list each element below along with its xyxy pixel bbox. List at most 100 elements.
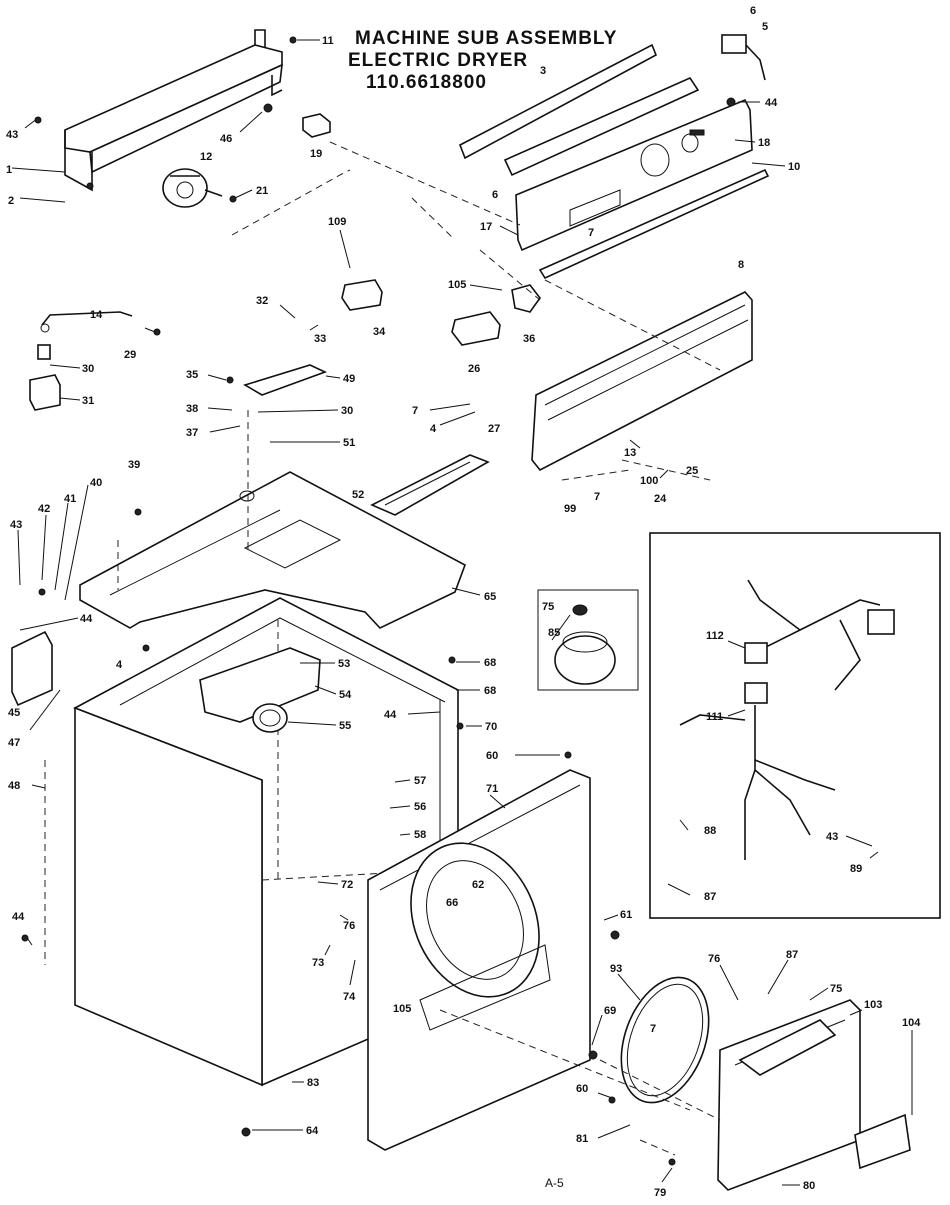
callout-label: 31	[82, 395, 94, 407]
callout-label: 44	[12, 911, 25, 923]
drum-bearing-85	[537, 589, 639, 691]
callout-label: 40	[90, 477, 102, 489]
callout-label: 4	[430, 423, 437, 435]
blower-housing	[199, 647, 321, 733]
callout-label: 76	[343, 920, 355, 932]
switch-5	[721, 34, 766, 81]
diagram-title-line1: MACHINE SUB ASSEMBLY	[355, 28, 618, 49]
callout-label: 2	[8, 195, 14, 207]
callout-label: 4	[116, 659, 123, 671]
callout-label: 75	[542, 601, 554, 613]
rear-console-bracket	[64, 29, 283, 192]
callout-label: 72	[341, 879, 353, 891]
callout-label: 89	[850, 863, 862, 875]
callout-label: 37	[186, 427, 198, 439]
callout-label: 47	[8, 737, 20, 749]
connector-19	[302, 113, 331, 138]
side-bracket-45	[11, 630, 53, 707]
panel-bottom-strip	[538, 168, 770, 280]
callout-label: 112	[706, 630, 724, 642]
callout-label: 46	[220, 133, 232, 145]
callout-label: 7	[588, 227, 594, 239]
callout-label: 24	[654, 493, 667, 505]
callout-label: 5	[762, 21, 768, 33]
callout-label: 14	[90, 309, 103, 321]
top-panel	[79, 471, 466, 629]
callout-label: 62	[472, 879, 484, 891]
callout-label: 80	[803, 1180, 815, 1192]
callout-label: 64	[306, 1125, 319, 1137]
callout-label: 100	[640, 475, 658, 487]
callout-label: 87	[704, 891, 716, 903]
switch-26	[451, 311, 501, 346]
callout-label: 99	[564, 503, 576, 515]
front-console	[531, 291, 753, 472]
callout-label: 8	[738, 259, 744, 271]
callout-label: 56	[414, 801, 426, 813]
callout-label: 104	[902, 1017, 921, 1029]
callout-label: 93	[610, 963, 622, 975]
callout-label: 105	[448, 279, 466, 291]
callout-label: 105	[393, 1003, 411, 1015]
callout-label: 3	[540, 65, 546, 77]
fuse-30	[37, 344, 51, 360]
door-assembly	[717, 999, 911, 1191]
model-number: 110.6618800	[366, 72, 487, 93]
thermostat-14	[40, 311, 133, 333]
callout-label: 111	[706, 711, 723, 723]
callout-label: 57	[414, 775, 426, 787]
callout-label: 43	[6, 129, 18, 141]
callout-label: 70	[485, 721, 497, 733]
callout-label: 65	[484, 591, 496, 603]
callout-label: 79	[654, 1187, 666, 1199]
callout-label: 7	[412, 405, 418, 417]
lint-duct-52	[370, 454, 490, 516]
wiring-harness-inset	[649, 532, 941, 919]
callout-label: 61	[620, 909, 632, 921]
hardware-screws	[21, 36, 736, 1166]
door-seal-ring	[620, 976, 710, 1104]
callout-label: 27	[488, 423, 500, 435]
diagram-title-line2: ELECTRIC DRYER	[348, 50, 529, 71]
callout-label: 33	[314, 333, 326, 345]
callout-label: 81	[576, 1133, 588, 1145]
callout-label: 10	[788, 161, 800, 173]
callout-label: 54	[339, 689, 352, 701]
callout-label: 68	[484, 657, 496, 669]
callout-label: 75	[830, 983, 842, 995]
callout-label: 83	[307, 1077, 319, 1089]
callout-label: 38	[186, 403, 198, 415]
callout-label: 36	[523, 333, 535, 345]
callout-label: 18	[758, 137, 770, 149]
callout-label: 73	[312, 957, 324, 969]
page-number: A-5	[545, 1176, 564, 1190]
terminal-block-31	[29, 374, 61, 411]
control-trim-strip	[458, 43, 658, 160]
callout-label: 44	[80, 613, 93, 625]
cabinet	[73, 597, 459, 1087]
callout-label: 109	[328, 216, 346, 228]
assembly-leader-lines	[117, 141, 721, 1156]
callout-label: 74	[343, 991, 356, 1003]
control-panel	[515, 98, 753, 252]
callout-label: 52	[352, 489, 364, 501]
callout-label: 21	[256, 185, 268, 197]
callout-label: 85	[548, 627, 560, 639]
callout-label: 43	[826, 831, 838, 843]
callout-label: 39	[128, 459, 140, 471]
callout-label: 11	[322, 35, 334, 47]
callout-label: 60	[486, 750, 498, 762]
timer-motor	[162, 168, 223, 208]
callout-label: 53	[338, 658, 350, 670]
control-trim-rod	[503, 76, 700, 177]
callout-label: 87	[786, 949, 798, 961]
callout-label: 30	[82, 363, 94, 375]
callout-label: 1	[6, 164, 12, 176]
callout-label: 32	[256, 295, 268, 307]
callout-label: 34	[373, 326, 386, 338]
callout-label: 44	[384, 709, 397, 721]
callout-label: 51	[343, 437, 355, 449]
switch-36	[511, 284, 541, 313]
